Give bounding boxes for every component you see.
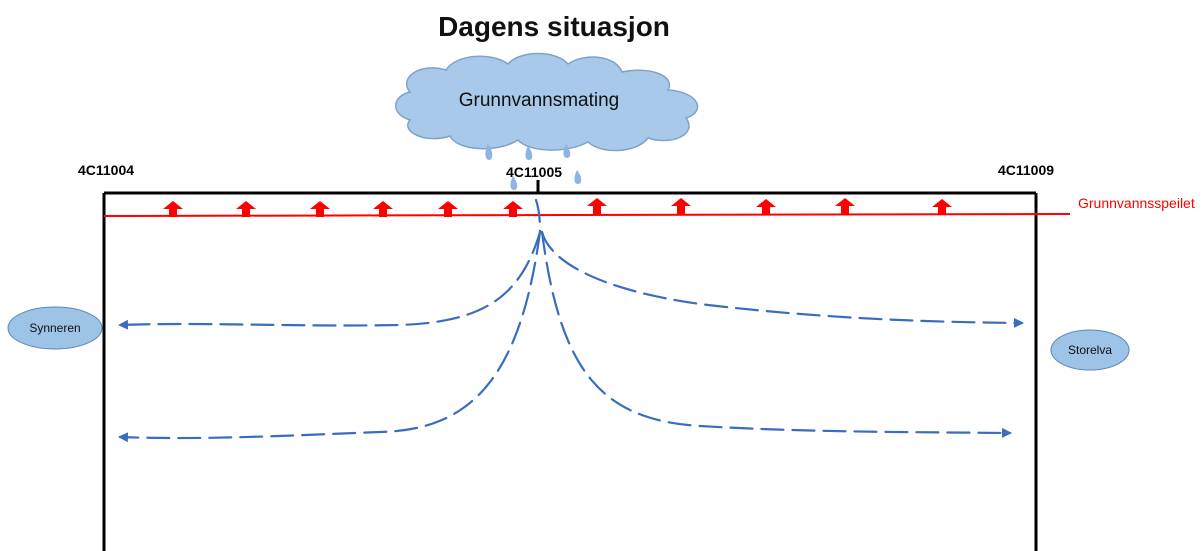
lake-label-right: Storelva	[1068, 343, 1112, 357]
lake-storelva	[1050, 329, 1130, 371]
flow-line-lower-left	[118, 230, 542, 443]
diagram-title: Dagens situasjon	[438, 11, 670, 42]
groundwater-flow-lines	[118, 198, 1024, 443]
flow-line-upper-left	[118, 230, 542, 330]
well-label-right: 4C11009	[998, 162, 1054, 178]
flow-line-lower-right	[540, 230, 1012, 438]
well-label-center: 4C11005	[506, 164, 562, 180]
aquifer-frame	[102, 180, 1038, 551]
flow-line-inflow	[534, 198, 542, 234]
lake-label-left: Synneren	[29, 321, 80, 335]
raindrop-icon	[485, 144, 582, 190]
water-table-line	[103, 213, 1071, 217]
water-table-label: Grunnvannsspeilet	[1078, 195, 1195, 211]
recharge-label: Grunnvannsmating	[459, 90, 620, 111]
well-label-left: 4C11004	[78, 162, 134, 178]
cloud-icon	[395, 52, 699, 152]
lake-synneren	[7, 306, 103, 350]
flow-line-upper-right	[540, 230, 1024, 328]
